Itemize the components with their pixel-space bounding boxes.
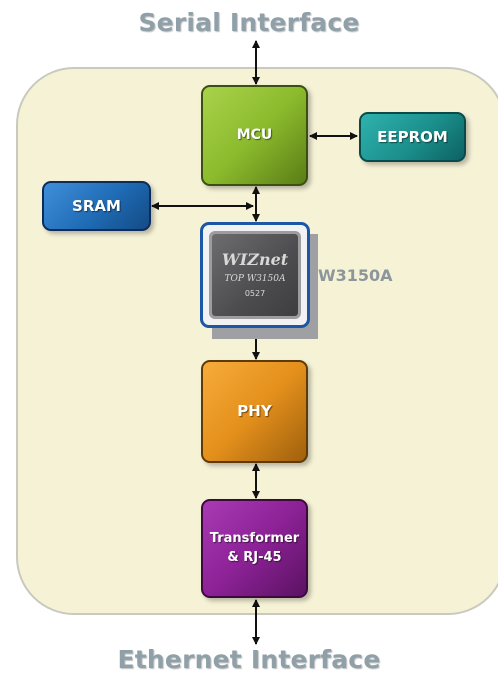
phy-block: PHY [201, 360, 308, 463]
transformer-block: Transformer & RJ-45 [201, 499, 308, 598]
chip-part-marking: TOP W3150A [224, 274, 286, 284]
chip-package: WIZnet TOP W3150A 0527 [212, 234, 298, 316]
chip-brand-marking: WIZnet [221, 250, 289, 269]
chip-frame: WIZnet TOP W3150A 0527 [200, 222, 310, 328]
transformer-label-line2: & RJ-45 [227, 549, 282, 565]
eeprom-label: EEPROM [377, 127, 448, 146]
mcu-block: MCU [201, 85, 308, 186]
eeprom-block: EEPROM [359, 112, 466, 162]
transformer-text: Transformer & RJ-45 [210, 530, 299, 566]
chip-date-code: 0527 [244, 289, 266, 298]
serial-interface-title: Serial Interface [138, 8, 360, 37]
w3150a-label: W3150A [318, 266, 393, 285]
mcu-label: MCU [236, 126, 273, 143]
transformer-label-line1: Transformer [209, 531, 300, 547]
w3150a-chip: WIZnet TOP W3150A 0527 [200, 222, 318, 339]
phy-label: PHY [237, 402, 272, 420]
sram-block: SRAM [42, 181, 151, 231]
ethernet-interface-title: Ethernet Interface [117, 645, 381, 674]
sram-label: SRAM [72, 196, 121, 215]
